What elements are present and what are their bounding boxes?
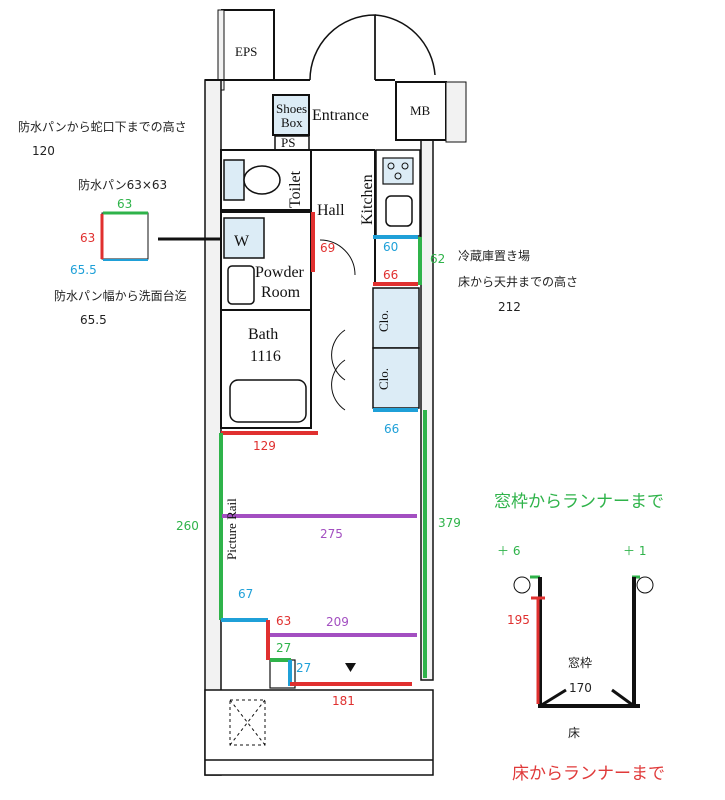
toilet-tank: [223, 159, 245, 201]
shoes-label-1: Shoes: [276, 101, 307, 116]
kitchen-sink: [385, 195, 413, 227]
frame-diagonal-right: [611, 688, 635, 708]
dim-129: 129: [253, 439, 276, 453]
dim-63: 63: [276, 614, 291, 628]
frame-value: 170: [569, 681, 592, 695]
ps-label: PS: [281, 135, 295, 150]
fridge-value: 212: [498, 300, 521, 314]
fridge-title-1: 冷蔵庫置き場: [458, 249, 530, 263]
pan-to-basin-value: 65.5: [80, 313, 107, 327]
pan-top-label: 63: [117, 197, 132, 211]
powder-label-2: Room: [261, 284, 301, 301]
dimension-lines: [219, 212, 427, 686]
mb-label: MB: [410, 103, 431, 118]
window-detail: 窓枠からランナーまで ＋ 6 ＋ 1 195 窓枠 170 床 床からランナーま…: [494, 492, 665, 784]
hall-door-2: [331, 329, 346, 381]
basin: [227, 265, 255, 305]
entrance-door-arc: [309, 14, 376, 81]
washer-label: W: [234, 233, 250, 250]
hall-label: Hall: [317, 202, 345, 219]
floor-label: 床: [568, 726, 580, 740]
dim-181: 181: [332, 694, 355, 708]
hall-door-3: [331, 359, 346, 411]
toilet-bowl: [243, 165, 281, 195]
pan-size: 防水パン63×63: [78, 177, 167, 192]
dim-275: 275: [320, 527, 343, 541]
bottom-title: 床からランナーまで: [512, 764, 665, 784]
mb-wall: [445, 81, 467, 143]
stove-burner-3: [394, 172, 402, 180]
toilet-label: Toilet: [287, 170, 304, 208]
dim-67: 67: [238, 587, 253, 601]
closet-1: [372, 287, 420, 349]
dim-62: 62: [430, 252, 445, 266]
runner-left-icon: [513, 576, 531, 594]
left-notes: 防水パンから蛇口下までの高さ 120 防水パン63×63 63 63 65.5 …: [18, 119, 222, 327]
mb-box: [395, 81, 447, 141]
hall-door-1: [319, 239, 356, 276]
closet-2: [372, 347, 420, 409]
bathtub: [229, 379, 307, 423]
frame-label: 窓枠: [568, 655, 592, 670]
faucet-height-title: 防水パンから蛇口下までの高さ: [18, 119, 187, 134]
dim-66a: 66: [383, 268, 398, 282]
picture-rail-label: Picture Rail: [224, 498, 239, 560]
stove: [382, 157, 414, 185]
plus-6-label: ＋ 6: [497, 544, 520, 558]
stove-burner-1: [387, 162, 395, 170]
eps-wall: [217, 9, 225, 91]
runner-right-icon: [636, 576, 654, 594]
balcony-hatch: [229, 699, 266, 746]
pan-to-basin-title: 防水パン幅から洗面台迄: [54, 288, 187, 303]
pan-square: [101, 212, 149, 260]
kitchen-label: Kitchen: [359, 174, 376, 225]
pan-bottom-label: 65.5: [70, 263, 97, 277]
closet-label-2: Clo.: [376, 368, 391, 390]
dim-66b: 66: [384, 422, 399, 436]
window-detail-title: 窓枠からランナーまで: [494, 492, 664, 512]
dim-379: 379: [438, 516, 461, 530]
outer-wall-left: [204, 79, 222, 776]
bath-label-2: 1116: [250, 348, 281, 365]
shoes-box: [272, 94, 310, 136]
d195-label: 195: [507, 613, 530, 627]
faucet-height-value: 120: [32, 144, 55, 158]
entrance-label: Entrance: [312, 107, 369, 124]
window-marker: [345, 663, 356, 672]
dim-27b: 27: [296, 661, 311, 675]
right-notes: 冷蔵庫置き場 床から天井までの高さ 212: [458, 249, 578, 314]
washer-pan: [223, 217, 265, 259]
dim-60: 60: [383, 240, 398, 254]
dim-209: 209: [326, 615, 349, 629]
closet-label-1: Clo.: [376, 310, 391, 332]
floor-plan: EPS MB Shoes Box Entrance PS Toilet Hall…: [204, 9, 467, 776]
dimension-labels: 69 60 62 66 66 129 260 275 379 67 63 209…: [176, 240, 461, 708]
pan-left-label: 63: [80, 231, 95, 245]
entrance-door-arc-2: [374, 14, 436, 76]
eps-label: EPS: [235, 44, 257, 59]
dim-27a: 27: [276, 641, 291, 655]
balcony: [204, 689, 434, 776]
dim-69: 69: [320, 241, 335, 255]
plus-1-label: ＋ 1: [623, 544, 646, 558]
powder-label-1: Powder: [255, 264, 305, 281]
stove-burner-2: [401, 162, 409, 170]
frame-diagonal-left: [539, 688, 567, 708]
shoes-label-2: Box: [281, 115, 303, 130]
dim-260: 260: [176, 519, 199, 533]
fridge-title-2: 床から天井までの高さ: [458, 274, 578, 289]
bath-label-1: Bath: [248, 326, 278, 343]
